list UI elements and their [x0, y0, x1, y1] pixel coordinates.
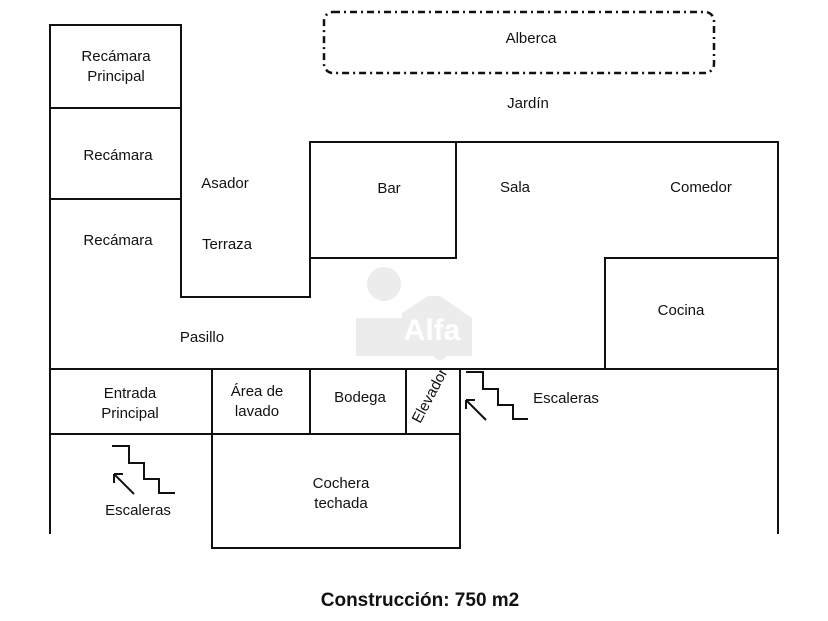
- pool-outline: [322, 10, 716, 75]
- pool-label: Alberca: [506, 30, 558, 47]
- hallway-label: Pasillo: [180, 329, 224, 346]
- main-entrance-label-line1: Entrada: [104, 385, 157, 402]
- bedroom-1-label: Recámara: [83, 147, 153, 164]
- living-room-label: Sala: [500, 179, 531, 196]
- laundry-label-line2: lavado: [235, 403, 279, 420]
- watermark-logo: Alfa: [356, 267, 472, 360]
- construction-caption: Construcción: 750 m2: [321, 590, 520, 611]
- elevator-label: Elevador: [409, 366, 452, 426]
- bar-label: Bar: [377, 180, 400, 197]
- stairs-upper-label: Escaleras: [533, 390, 599, 407]
- stairs-lower-label: Escaleras: [105, 502, 171, 519]
- terrace-label: Terraza: [202, 236, 253, 253]
- bedroom-2-label: Recámara: [83, 232, 153, 249]
- garage-label-line1: Cochera: [313, 475, 370, 492]
- grill-label: Asador: [201, 175, 249, 192]
- stairs-lower-icon: [112, 445, 175, 495]
- watermark-text: Alfa: [404, 314, 461, 347]
- main-entrance-label-line2: Principal: [101, 405, 159, 422]
- stairs-upper-icon: [465, 371, 528, 421]
- laundry-label-line1: Área de: [231, 383, 284, 400]
- kitchen-label: Cocina: [658, 302, 705, 319]
- garage-label-line2: techada: [314, 495, 368, 512]
- master-bedroom-label-line1: Recámara: [81, 48, 151, 65]
- storage-label: Bodega: [334, 389, 386, 406]
- garden-label: Jardín: [507, 95, 549, 112]
- dining-room-label: Comedor: [670, 179, 732, 196]
- walls: [49, 24, 779, 549]
- master-bedroom-label-line2: Principal: [87, 68, 145, 85]
